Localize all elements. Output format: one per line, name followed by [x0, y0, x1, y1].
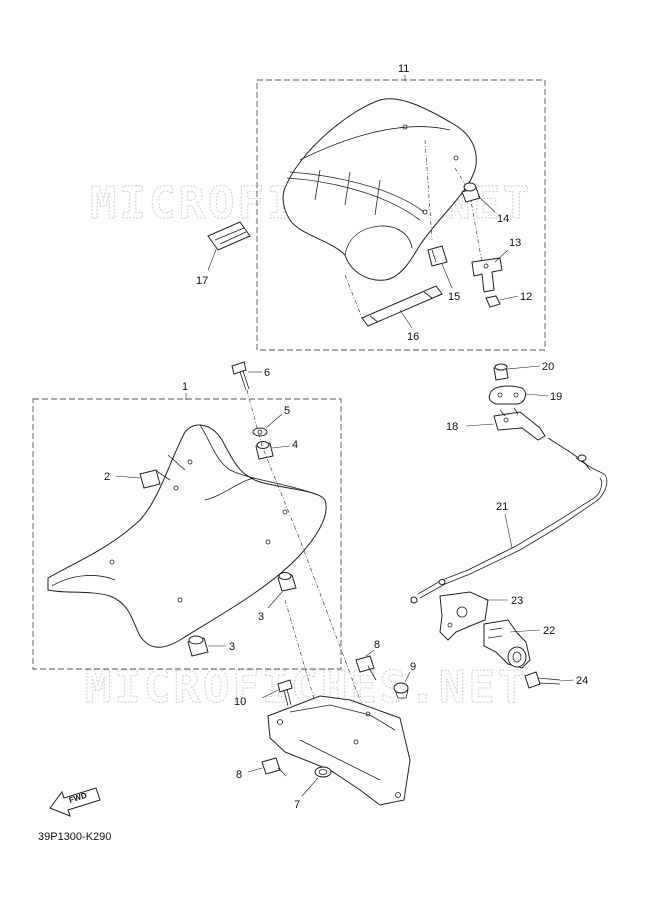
callout-7[interactable]: 7 — [294, 799, 300, 811]
mount-line-15 — [424, 139, 433, 241]
group-box-front-seat — [32, 398, 342, 670]
leader-9 — [404, 671, 411, 683]
mount-line-16 — [344, 274, 363, 319]
part-4-damper[interactable] — [255, 441, 274, 460]
callout-13[interactable]: 13 — [509, 237, 521, 249]
leader-3a — [267, 591, 283, 609]
callout-1[interactable]: 1 — [182, 381, 188, 393]
part-8-rubber-a[interactable] — [355, 655, 377, 681]
callout-19[interactable]: 19 — [550, 391, 562, 403]
part-3-damper-b[interactable] — [187, 635, 209, 657]
callout-14[interactable]: 14 — [497, 213, 509, 225]
rear-seat[interactable] — [282, 98, 477, 281]
leader-12 — [499, 295, 519, 301]
part-7-bracket[interactable] — [267, 695, 411, 806]
part-3-damper-a[interactable] — [277, 572, 297, 592]
leader-7 — [301, 777, 319, 797]
callout-8a[interactable]: 8 — [374, 639, 380, 651]
part-22-lock[interactable] — [483, 619, 531, 669]
part-17-holder[interactable] — [207, 221, 251, 251]
leader-10 — [261, 689, 279, 699]
leader-22 — [509, 629, 541, 633]
callout-8b[interactable]: 8 — [236, 769, 242, 781]
leader-4 — [271, 445, 291, 449]
callout-18[interactable]: 18 — [446, 421, 458, 433]
part-23-bracket[interactable] — [439, 591, 489, 641]
part-18-lever[interactable] — [493, 407, 546, 441]
part-9-cap[interactable] — [393, 682, 409, 699]
leader-5 — [265, 413, 283, 429]
part-12-nut[interactable] — [485, 295, 501, 308]
leader-8a — [365, 649, 375, 657]
part-2-label[interactable] — [139, 469, 161, 489]
part-16-strap[interactable] — [361, 285, 443, 327]
fwd-arrow-icon: FWD — [49, 787, 101, 817]
callout-6[interactable]: 6 — [264, 367, 270, 379]
front-seat[interactable] — [47, 424, 327, 648]
part-24-bolt[interactable] — [524, 671, 561, 689]
leader-20 — [506, 365, 541, 370]
callout-20[interactable]: 20 — [542, 361, 554, 373]
part-20-nut[interactable] — [493, 363, 509, 381]
callout-3a[interactable]: 3 — [258, 611, 264, 623]
callout-3b[interactable]: 3 — [229, 641, 235, 653]
part-13-bracket[interactable] — [471, 257, 503, 293]
part-19-plate[interactable] — [488, 385, 526, 405]
part-14-damper[interactable] — [461, 182, 481, 203]
leader-16 — [399, 309, 413, 329]
leader-13 — [494, 249, 509, 263]
callout-22[interactable]: 22 — [543, 625, 555, 637]
callout-11[interactable]: 11 — [398, 63, 409, 75]
callout-24[interactable]: 24 — [576, 675, 588, 687]
leader-19 — [525, 393, 549, 397]
callout-21[interactable]: 21 — [496, 501, 508, 513]
callout-15[interactable]: 15 — [448, 291, 460, 303]
leader-8b — [247, 767, 263, 773]
callout-5[interactable]: 5 — [284, 405, 290, 417]
part-5-collar[interactable] — [252, 427, 268, 437]
callout-2[interactable]: 2 — [104, 471, 110, 483]
callout-10[interactable]: 10 — [234, 696, 246, 708]
callout-16[interactable]: 16 — [407, 331, 419, 343]
diagram-code: 39P1300-K290 — [38, 831, 111, 843]
part-10-bolt[interactable] — [277, 679, 293, 707]
leader-24 — [559, 679, 575, 682]
leader-21 — [504, 513, 513, 549]
callout-23[interactable]: 23 — [511, 595, 523, 607]
part-8-rubber-b[interactable] — [261, 757, 287, 777]
leader-14 — [477, 195, 496, 213]
leader-17 — [207, 249, 217, 271]
part-15-hook[interactable] — [427, 245, 448, 267]
leader-18 — [465, 423, 495, 427]
part-21-cable[interactable] — [410, 437, 608, 604]
group-box-rear-seat — [256, 79, 546, 351]
part-6-bolt[interactable] — [231, 361, 250, 391]
callout-4[interactable]: 4 — [292, 439, 298, 451]
leader-15 — [441, 263, 453, 289]
callout-17[interactable]: 17 — [196, 275, 208, 287]
callout-9[interactable]: 9 — [410, 661, 416, 673]
callout-12[interactable]: 12 — [520, 291, 532, 303]
leader-2 — [115, 475, 141, 479]
